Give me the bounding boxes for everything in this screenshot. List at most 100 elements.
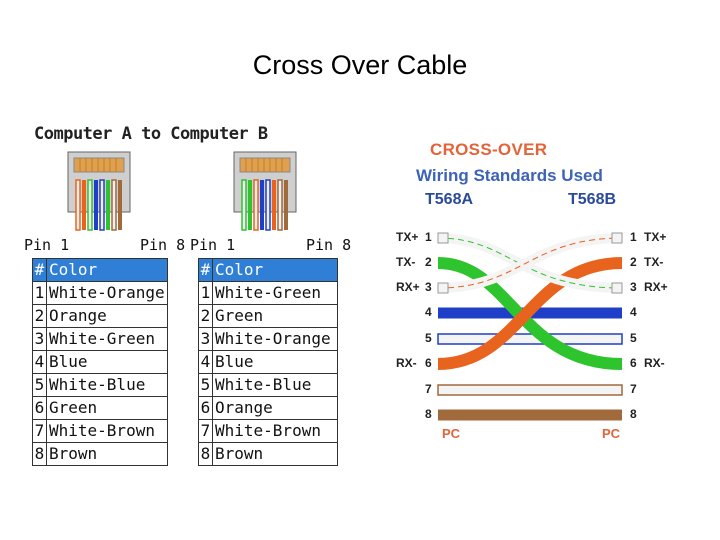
crossover-diagram: CROSS-OVER Wiring Standards Used T568A T… <box>390 136 680 446</box>
wire-color: Green <box>212 304 338 328</box>
wire-color: White-Green <box>212 281 338 305</box>
wire-color: White-Green <box>46 327 168 351</box>
pin-number: 7 <box>198 419 213 443</box>
right-pin-7: 7 <box>630 382 637 396</box>
left-pin-8: 8 <box>425 407 432 421</box>
right-pin-6: 6 <box>630 356 637 370</box>
pin-number: 2 <box>32 304 47 328</box>
right-signal-2: TX- <box>644 255 664 269</box>
wire-white-orange-stripe <box>437 237 623 289</box>
right-pin-5: 5 <box>630 331 637 345</box>
wire-color: Brown <box>46 442 168 466</box>
wire-color: White-Orange <box>212 327 338 351</box>
pin-number: 7 <box>32 419 47 443</box>
standard-right: T568B <box>568 191 617 208</box>
wire-color: Green <box>46 396 168 420</box>
pin-number: 6 <box>32 396 47 420</box>
wire-pin7 <box>437 384 623 396</box>
header-num: # <box>198 258 213 282</box>
wire-color: Brown <box>212 442 338 466</box>
left-signal-1: TX+ <box>396 230 419 244</box>
pin-number: 8 <box>198 442 213 466</box>
left-pin-1: 1 <box>425 230 432 244</box>
right-pin-8: 8 <box>630 407 637 421</box>
end-label-left: PC <box>442 426 461 441</box>
wire-color: Blue <box>212 350 338 374</box>
pin-number: 4 <box>32 350 47 374</box>
crossover-title: CROSS-OVER <box>430 140 548 159</box>
left-pin-4: 4 <box>425 305 432 319</box>
pin-end-label-a: Pin 8 <box>140 236 186 254</box>
end-label-right: PC <box>602 426 621 441</box>
pin-number: 4 <box>198 350 213 374</box>
left-signal-6: RX- <box>396 356 417 370</box>
header-color: Color <box>212 258 338 282</box>
wire-color: White-Blue <box>212 373 338 397</box>
pin-end-label-b: Pin 8 <box>306 236 352 254</box>
pin-number: 3 <box>32 327 47 351</box>
pin-number: 8 <box>32 442 47 466</box>
pin-start-label-a: Pin 1 <box>24 236 70 254</box>
wire-pin5 <box>437 333 623 345</box>
table-header-row: # Color <box>32 258 168 282</box>
left-pin-6: 6 <box>425 356 432 370</box>
left-signal-2: TX- <box>396 255 416 269</box>
slide-title: Cross Over Cable <box>252 50 468 80</box>
pin-number: 3 <box>198 327 213 351</box>
right-pin-3: 3 <box>630 280 637 294</box>
rj45-plug-b-icon <box>233 151 297 231</box>
rj45-plug-a-icon <box>67 151 131 231</box>
wire-color: White-Brown <box>212 419 338 443</box>
right-signal-1: TX+ <box>644 230 667 244</box>
left-signal-3: RX+ <box>396 280 420 294</box>
wire-color: Orange <box>212 396 338 420</box>
right-pin-2: 2 <box>630 255 637 269</box>
wire-color: White-Brown <box>46 419 168 443</box>
crossover-subtitle: Wiring Standards Used <box>416 166 603 185</box>
wire-color: Blue <box>46 350 168 374</box>
right-pin-4: 4 <box>630 305 637 319</box>
right-signal-6: RX- <box>644 356 665 370</box>
pinout-heading: Computer A to Computer B <box>34 124 268 144</box>
pin-number: 1 <box>198 281 213 305</box>
wire-color: White-Blue <box>46 373 168 397</box>
pin-start-label-b: Pin 1 <box>190 236 236 254</box>
left-pin-7: 7 <box>425 382 432 396</box>
wire-orange <box>437 257 623 370</box>
left-pin-3: 3 <box>425 280 432 294</box>
pin-number: 1 <box>32 281 47 305</box>
header-color: Color <box>46 258 168 282</box>
pinout-figure: Computer A to Computer B Pin 1 Pin 8 Pin… <box>22 120 352 480</box>
pin-number: 5 <box>32 373 47 397</box>
wire-color: White-Orange <box>46 281 168 305</box>
left-pin-2: 2 <box>425 255 432 269</box>
wire-color: Orange <box>46 304 168 328</box>
left-pin-5: 5 <box>425 331 432 345</box>
crossover-wires <box>437 232 623 421</box>
standard-left: T568A <box>425 191 474 208</box>
pin-number: 6 <box>198 396 213 420</box>
pin-number: 5 <box>198 373 213 397</box>
right-signal-3: RX+ <box>644 280 668 294</box>
header-num: # <box>32 258 47 282</box>
pin-number: 2 <box>198 304 213 328</box>
table-header-row: # Color <box>198 258 338 282</box>
